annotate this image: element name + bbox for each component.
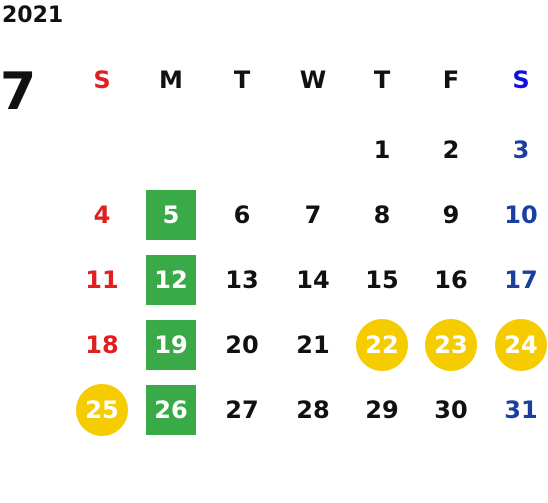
weekday-header: T [233, 66, 251, 94]
day-cell[interactable]: 7 [304, 201, 322, 229]
day-cell[interactable]: 5 [146, 190, 196, 240]
day-cell[interactable]: 19 [146, 320, 196, 370]
day-cell[interactable]: 31 [504, 396, 538, 424]
day-cell[interactable]: 9 [442, 201, 460, 229]
day-cell[interactable]: 20 [225, 331, 259, 359]
day-cell[interactable]: 30 [434, 396, 468, 424]
day-cell[interactable]: 8 [373, 201, 391, 229]
day-cell[interactable]: 13 [225, 266, 259, 294]
day-cell[interactable]: 10 [504, 201, 538, 229]
day-cell[interactable]: 25 [76, 384, 128, 436]
day-cell[interactable]: 11 [85, 266, 119, 294]
weekday-header: S [512, 66, 530, 94]
day-cell[interactable]: 6 [233, 201, 251, 229]
weekday-header: W [299, 66, 327, 94]
day-cell[interactable]: 24 [495, 319, 547, 371]
day-cell[interactable]: 1 [373, 136, 391, 164]
day-cell[interactable]: 4 [93, 201, 111, 229]
weekday-header: T [373, 66, 391, 94]
weekday-header: F [442, 66, 460, 94]
year-label: 2021 [2, 3, 64, 28]
day-cell[interactable]: 23 [425, 319, 477, 371]
day-cell[interactable]: 26 [146, 385, 196, 435]
day-cell[interactable]: 16 [434, 266, 468, 294]
day-cell[interactable]: 17 [504, 266, 538, 294]
day-cell[interactable]: 2 [442, 136, 460, 164]
day-cell[interactable]: 22 [356, 319, 408, 371]
day-cell[interactable]: 14 [296, 266, 330, 294]
day-cell[interactable]: 28 [296, 396, 330, 424]
weekday-header: S [93, 66, 111, 94]
day-cell[interactable]: 29 [365, 396, 399, 424]
day-cell[interactable]: 27 [225, 396, 259, 424]
day-cell[interactable]: 15 [365, 266, 399, 294]
day-cell[interactable]: 18 [85, 331, 119, 359]
day-cell[interactable]: 21 [296, 331, 330, 359]
day-cell[interactable]: 3 [512, 136, 530, 164]
month-number: 7 [0, 62, 37, 122]
day-cell[interactable]: 12 [146, 255, 196, 305]
weekday-header: M [159, 66, 183, 94]
